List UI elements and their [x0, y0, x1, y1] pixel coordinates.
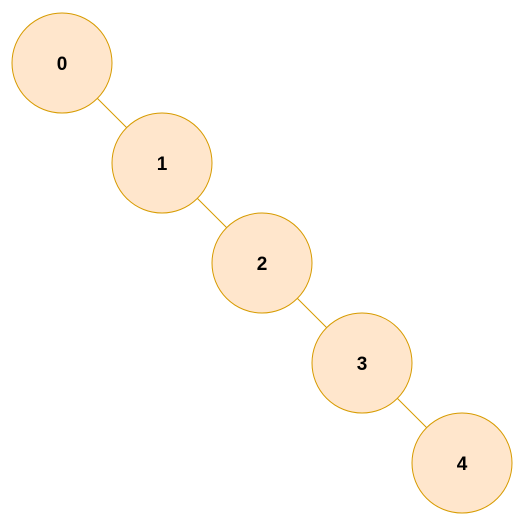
node-label: 1: [157, 154, 168, 175]
node-circle: [11, 12, 113, 114]
edges-layer: [97, 98, 427, 428]
tree-node-3: 3: [311, 312, 413, 414]
node-circle: [411, 412, 513, 514]
node-label: 4: [457, 454, 468, 475]
tree-node-0: 0: [11, 12, 113, 114]
edge-n3-n4: [397, 398, 427, 428]
tree-node-2: 2: [211, 212, 313, 314]
tree-node-4: 4: [411, 412, 513, 514]
edge-n0-n1: [97, 98, 127, 128]
edge-n2-n3: [297, 298, 327, 328]
tree-node-1: 1: [111, 112, 213, 214]
node-circle: [111, 112, 213, 214]
node-label: 2: [257, 254, 268, 275]
node-label: 3: [357, 354, 368, 375]
node-circle: [211, 212, 313, 314]
node-circle: [311, 312, 413, 414]
node-label: 0: [57, 54, 68, 75]
nodes-layer: 0 1 2 3 4: [11, 12, 513, 514]
edge-n1-n2: [197, 198, 227, 228]
